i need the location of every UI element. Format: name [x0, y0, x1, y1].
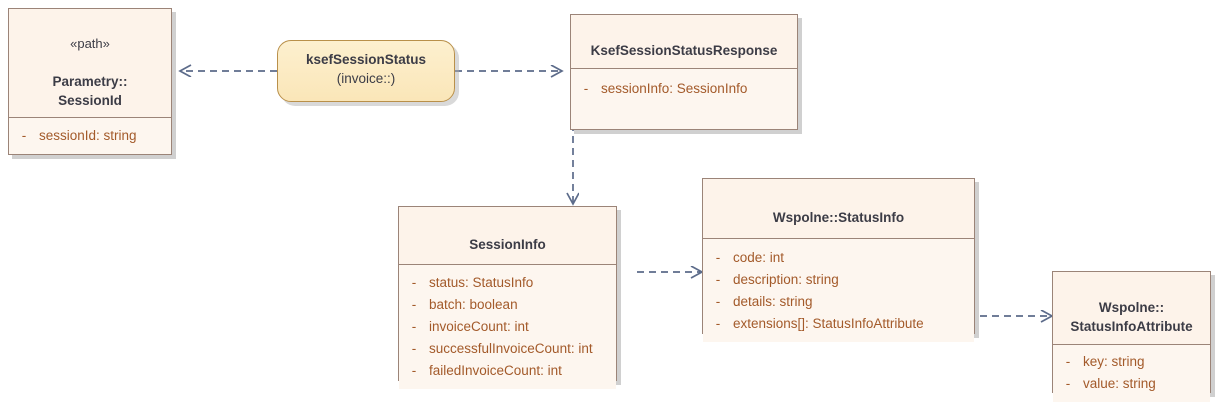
class-body-wspolne-statusinfoattribute: - key: string - value: string	[1053, 345, 1210, 402]
attribute-visibility: -	[21, 128, 27, 143]
operation-subtitle-ksefsessionstatus: (invoice::)	[336, 71, 396, 86]
attribute-label: successfulInvoiceCount: int	[429, 341, 593, 356]
attribute-visibility: -	[411, 275, 417, 290]
attribute-visibility: -	[715, 272, 721, 287]
attribute-row[interactable]: - sessionInfo: SessionInfo	[571, 78, 791, 100]
attribute-visibility: -	[583, 81, 589, 96]
attribute-visibility: -	[411, 363, 417, 378]
attribute-visibility: -	[411, 297, 417, 312]
class-header-sessioninfo: SessionInfo	[399, 207, 616, 265]
attribute-visibility: -	[411, 341, 417, 356]
class-body-parametry-sessionid: - sessionId: string	[9, 118, 171, 154]
attribute-row[interactable]: - status: StatusInfo	[399, 272, 610, 294]
attribute-row[interactable]: - code: int	[703, 247, 968, 269]
class-header-wspolne-statusinfoattribute: Wspolne:: StatusInfoAttribute	[1053, 272, 1210, 345]
class-title-parametry-sessionid: Parametry:: SessionId	[52, 74, 128, 108]
attribute-label: description: string	[733, 272, 839, 287]
attribute-row[interactable]: - invoiceCount: int	[399, 316, 610, 338]
attribute-label: failedInvoiceCount: int	[429, 363, 562, 378]
attribute-label: sessionId: string	[39, 128, 137, 143]
attribute-row[interactable]: - sessionId: string	[9, 125, 165, 147]
attribute-label: status: StatusInfo	[429, 275, 534, 290]
class-header-parametry-sessionid: «path» Parametry:: SessionId	[9, 9, 171, 118]
attribute-row[interactable]: - value: string	[1053, 373, 1204, 395]
attribute-label: value: string	[1083, 376, 1156, 391]
attribute-visibility: -	[715, 316, 721, 331]
attribute-row[interactable]: - batch: boolean	[399, 294, 610, 316]
attribute-visibility: -	[715, 250, 721, 265]
class-node-wspolne-statusinfo[interactable]: Wspolne::StatusInfo - code: int - descri…	[702, 178, 975, 342]
attribute-visibility: -	[411, 319, 417, 334]
class-node-sessioninfo[interactable]: SessionInfo - status: StatusInfo - batch…	[398, 206, 617, 389]
class-title-sessioninfo: SessionInfo	[469, 237, 546, 252]
operation-node-ksefsessionstatus[interactable]: ksefSessionStatus (invoice::)	[277, 40, 455, 102]
attribute-label: invoiceCount: int	[429, 319, 529, 334]
attribute-row[interactable]: - successfulInvoiceCount: int	[399, 338, 610, 360]
class-title-ksefsessionstatusresponse: KsefSessionStatusResponse	[590, 43, 778, 58]
class-node-ksefsessionstatusresponse[interactable]: KsefSessionStatusResponse - sessionInfo:…	[570, 14, 798, 130]
attribute-row[interactable]: - details: string	[703, 291, 968, 313]
class-body-sessioninfo: - status: StatusInfo - batch: boolean - …	[399, 265, 616, 389]
attribute-label: sessionInfo: SessionInfo	[601, 81, 748, 96]
operation-title-ksefsessionstatus: ksefSessionStatus	[305, 52, 427, 67]
attribute-visibility: -	[1065, 354, 1071, 369]
class-node-wspolne-statusinfoattribute[interactable]: Wspolne:: StatusInfoAttribute - key: str…	[1052, 271, 1211, 402]
class-title-wspolne-statusinfoattribute: Wspolne:: StatusInfoAttribute	[1070, 300, 1193, 334]
attribute-visibility: -	[715, 294, 721, 309]
attribute-label: code: int	[733, 250, 785, 265]
attribute-visibility: -	[1065, 376, 1071, 391]
attribute-label: batch: boolean	[429, 297, 518, 312]
class-title-wspolne-statusinfo: Wspolne::StatusInfo	[772, 210, 905, 225]
attribute-row[interactable]: - key: string	[1053, 351, 1204, 373]
class-body-ksefsessionstatusresponse: - sessionInfo: SessionInfo	[571, 69, 797, 107]
class-node-parametry-sessionid[interactable]: «path» Parametry:: SessionId - sessionId…	[8, 8, 172, 155]
attribute-row[interactable]: - extensions[]: StatusInfoAttribute	[703, 313, 968, 335]
attribute-label: extensions[]: StatusInfoAttribute	[733, 316, 924, 331]
class-header-ksefsessionstatusresponse: KsefSessionStatusResponse	[571, 15, 797, 69]
attribute-row[interactable]: - failedInvoiceCount: int	[399, 360, 610, 382]
attribute-label: key: string	[1083, 354, 1145, 369]
attribute-label: details: string	[733, 294, 813, 309]
class-header-wspolne-statusinfo: Wspolne::StatusInfo	[703, 179, 974, 239]
class-body-wspolne-statusinfo: - code: int - description: string - deta…	[703, 239, 974, 342]
class-stereotype-path: «path»	[70, 36, 110, 51]
attribute-row[interactable]: - description: string	[703, 269, 968, 291]
